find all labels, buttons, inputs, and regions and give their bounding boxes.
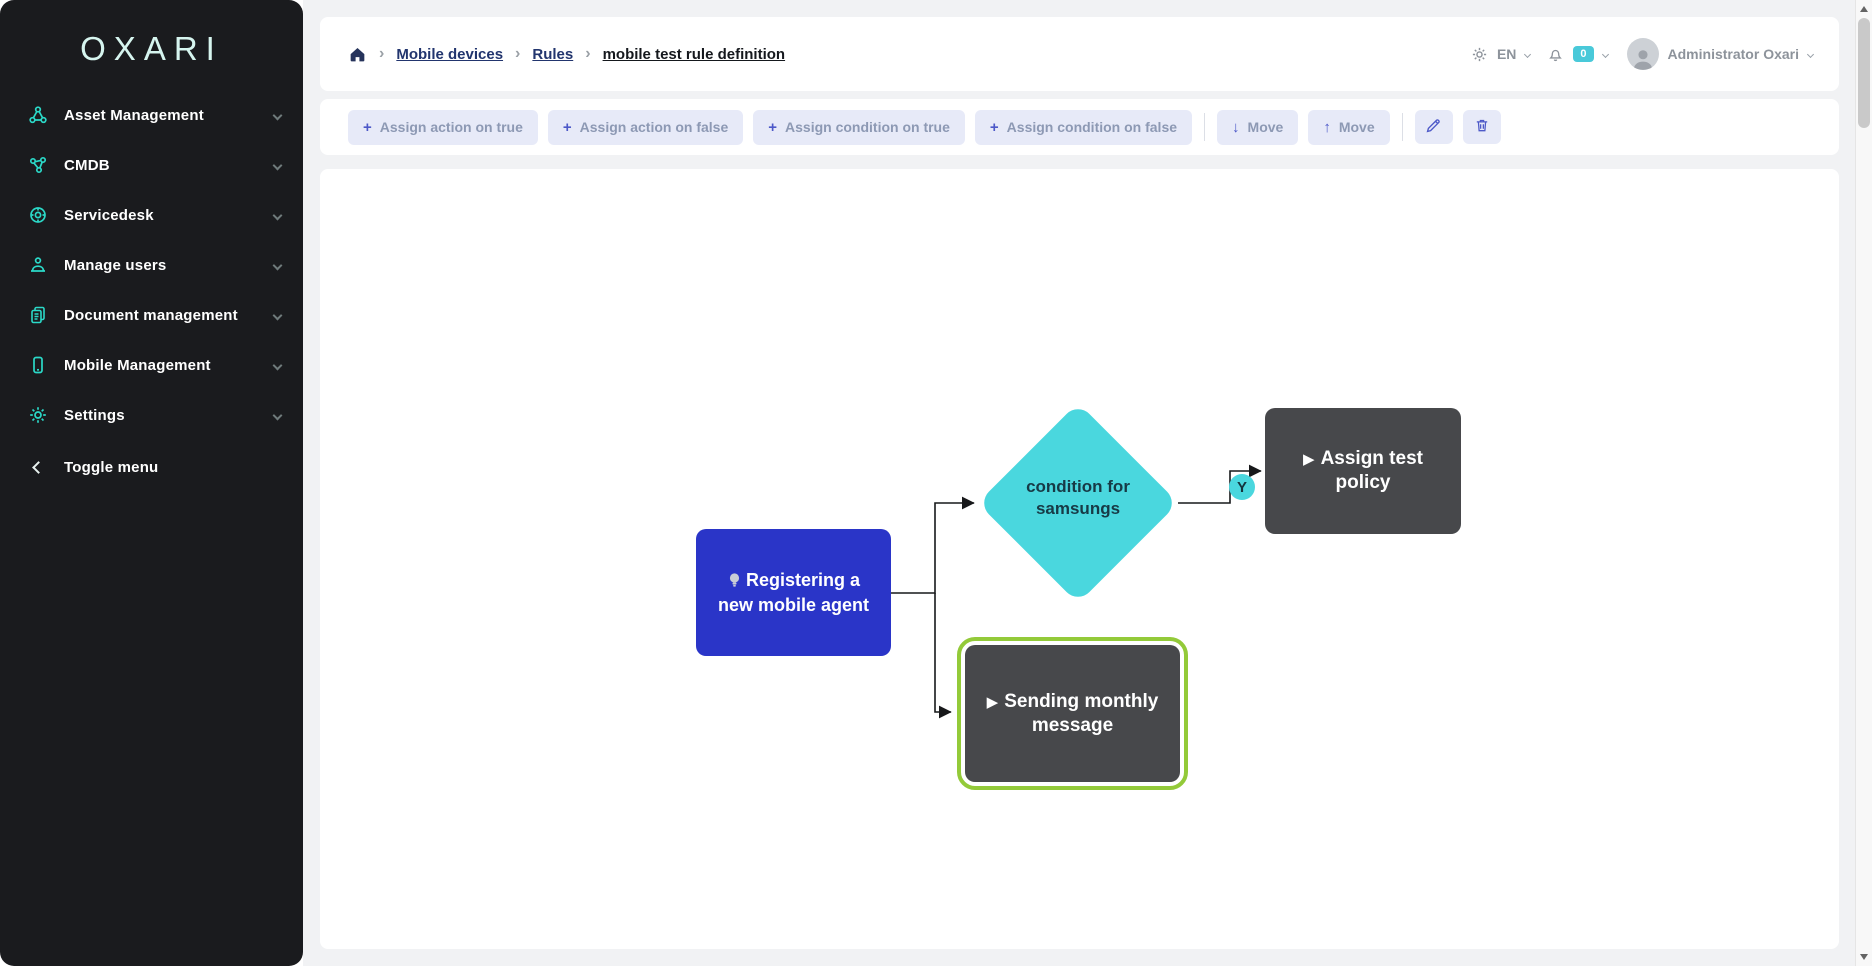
toolbar-divider — [1204, 113, 1205, 141]
sidebar: OXARI Asset Management CMDB — [0, 0, 303, 966]
branch-yes-badge: Y — [1229, 474, 1255, 500]
node-sending-monthly-message[interactable]: ▶ Sending monthly message — [965, 645, 1180, 782]
rule-toolbar: + Assign action on true + Assign action … — [320, 99, 1839, 155]
user-name[interactable]: Administrator Oxari — [1668, 46, 1799, 62]
chevron-down-icon — [273, 160, 283, 170]
scrollbar-thumb[interactable] — [1858, 18, 1870, 128]
assign-action-on-false-button[interactable]: + Assign action on false — [548, 110, 743, 145]
sidebar-item-settings[interactable]: Settings — [0, 390, 303, 440]
plus-icon: + — [563, 119, 572, 136]
chevron-down-icon[interactable] — [1807, 50, 1814, 57]
home-icon[interactable] — [348, 45, 367, 64]
sidebar-item-cmdb[interactable]: CMDB — [0, 140, 303, 190]
chevron-down-icon[interactable] — [1601, 50, 1608, 57]
assign-condition-on-false-button[interactable]: + Assign condition on false — [975, 110, 1192, 145]
pencil-icon — [1425, 117, 1442, 137]
play-icon: ▶ — [987, 694, 999, 711]
chevron-down-icon — [273, 360, 283, 370]
bell-icon[interactable] — [1547, 46, 1564, 63]
sidebar-item-asset-management[interactable]: Asset Management — [0, 90, 303, 140]
avatar[interactable] — [1627, 38, 1659, 70]
rule-canvas[interactable]: Registering a new mobile agent condition… — [320, 169, 1839, 949]
assign-action-on-true-button[interactable]: + Assign action on true — [348, 110, 538, 145]
node-assign-test-policy[interactable]: ▶ Assign test policy — [1265, 408, 1461, 534]
move-down-button[interactable]: ↓ Move — [1217, 110, 1298, 145]
chevron-down-icon[interactable] — [1524, 50, 1531, 57]
plus-icon: + — [990, 119, 999, 136]
sidebar-item-label: Asset Management — [64, 107, 274, 124]
sidebar-item-label: Document management — [64, 307, 274, 324]
sidebar-item-label: Servicedesk — [64, 207, 274, 224]
document-management-icon — [26, 303, 50, 327]
breadcrumb-separator: › — [379, 45, 384, 63]
sidebar-item-label: Mobile Management — [64, 357, 274, 374]
gear-icon[interactable] — [1471, 46, 1488, 63]
plus-icon: + — [768, 119, 777, 136]
sidebar-nav: Asset Management CMDB Servicedesk — [0, 90, 303, 492]
bulb-icon — [727, 571, 742, 594]
play-icon: ▶ — [1303, 451, 1315, 468]
asset-management-icon — [26, 103, 50, 127]
node-registering-agent[interactable]: Registering a new mobile agent — [696, 529, 891, 656]
trash-icon — [1474, 117, 1490, 137]
page-header: › Mobile devices › Rules › mobile test r… — [320, 17, 1839, 91]
breadcrumb-separator: › — [585, 45, 590, 63]
chevron-down-icon — [273, 110, 283, 120]
button-label: Assign condition on true — [785, 119, 950, 135]
main-area: › Mobile devices › Rules › mobile test r… — [303, 0, 1855, 966]
plus-icon: + — [363, 119, 372, 136]
toggle-menu-button[interactable]: Toggle menu — [0, 442, 303, 492]
toggle-menu-label: Toggle menu — [64, 459, 281, 476]
sidebar-item-manage-users[interactable]: Manage users — [0, 240, 303, 290]
button-label: Move — [1248, 119, 1284, 135]
app-logo: OXARI — [0, 0, 303, 90]
sidebar-item-label: Manage users — [64, 257, 274, 274]
language-selector[interactable]: EN — [1497, 46, 1516, 62]
chevron-down-icon — [273, 210, 283, 220]
button-label: Move — [1339, 119, 1375, 135]
settings-gear-icon — [26, 403, 50, 427]
toolbar-divider — [1402, 113, 1403, 141]
arrow-down-icon: ↓ — [1232, 119, 1240, 136]
button-label: Assign action on true — [380, 119, 523, 135]
breadcrumb-separator: › — [515, 45, 520, 63]
scroll-down-arrow[interactable] — [1860, 954, 1868, 960]
notification-badge: 0 — [1573, 46, 1593, 62]
sidebar-item-servicedesk[interactable]: Servicedesk — [0, 190, 303, 240]
cmdb-icon — [26, 153, 50, 177]
arrow-up-icon: ↑ — [1323, 119, 1331, 136]
servicedesk-icon — [26, 203, 50, 227]
move-up-button[interactable]: ↑ Move — [1308, 110, 1389, 145]
sidebar-item-mobile-management[interactable]: Mobile Management — [0, 340, 303, 390]
assign-condition-on-true-button[interactable]: + Assign condition on true — [753, 110, 965, 145]
delete-button[interactable] — [1463, 110, 1501, 144]
edit-button[interactable] — [1415, 110, 1453, 144]
button-label: Assign action on false — [580, 119, 729, 135]
breadcrumb-mobile-devices[interactable]: Mobile devices — [396, 46, 503, 63]
manage-users-icon — [26, 253, 50, 277]
chevron-left-icon — [26, 455, 50, 479]
vertical-scrollbar[interactable] — [1855, 0, 1872, 966]
sidebar-item-label: Settings — [64, 407, 274, 424]
node-label: Sending monthly message — [1004, 691, 1158, 736]
header-controls: EN 0 Administrator Oxari — [1471, 17, 1813, 91]
node-condition-label[interactable]: condition for samsungs — [988, 476, 1168, 520]
chevron-down-icon — [273, 260, 283, 270]
chevron-down-icon — [273, 410, 283, 420]
chevron-down-icon — [273, 310, 283, 320]
scroll-up-arrow[interactable] — [1860, 6, 1868, 12]
sidebar-item-label: CMDB — [64, 157, 274, 174]
node-label: Assign test policy — [1321, 448, 1423, 493]
breadcrumb-rules[interactable]: Rules — [532, 46, 573, 63]
breadcrumb-current-page[interactable]: mobile test rule definition — [603, 46, 786, 63]
sidebar-item-document-management[interactable]: Document management — [0, 290, 303, 340]
mobile-management-icon — [26, 353, 50, 377]
button-label: Assign condition on false — [1007, 119, 1177, 135]
